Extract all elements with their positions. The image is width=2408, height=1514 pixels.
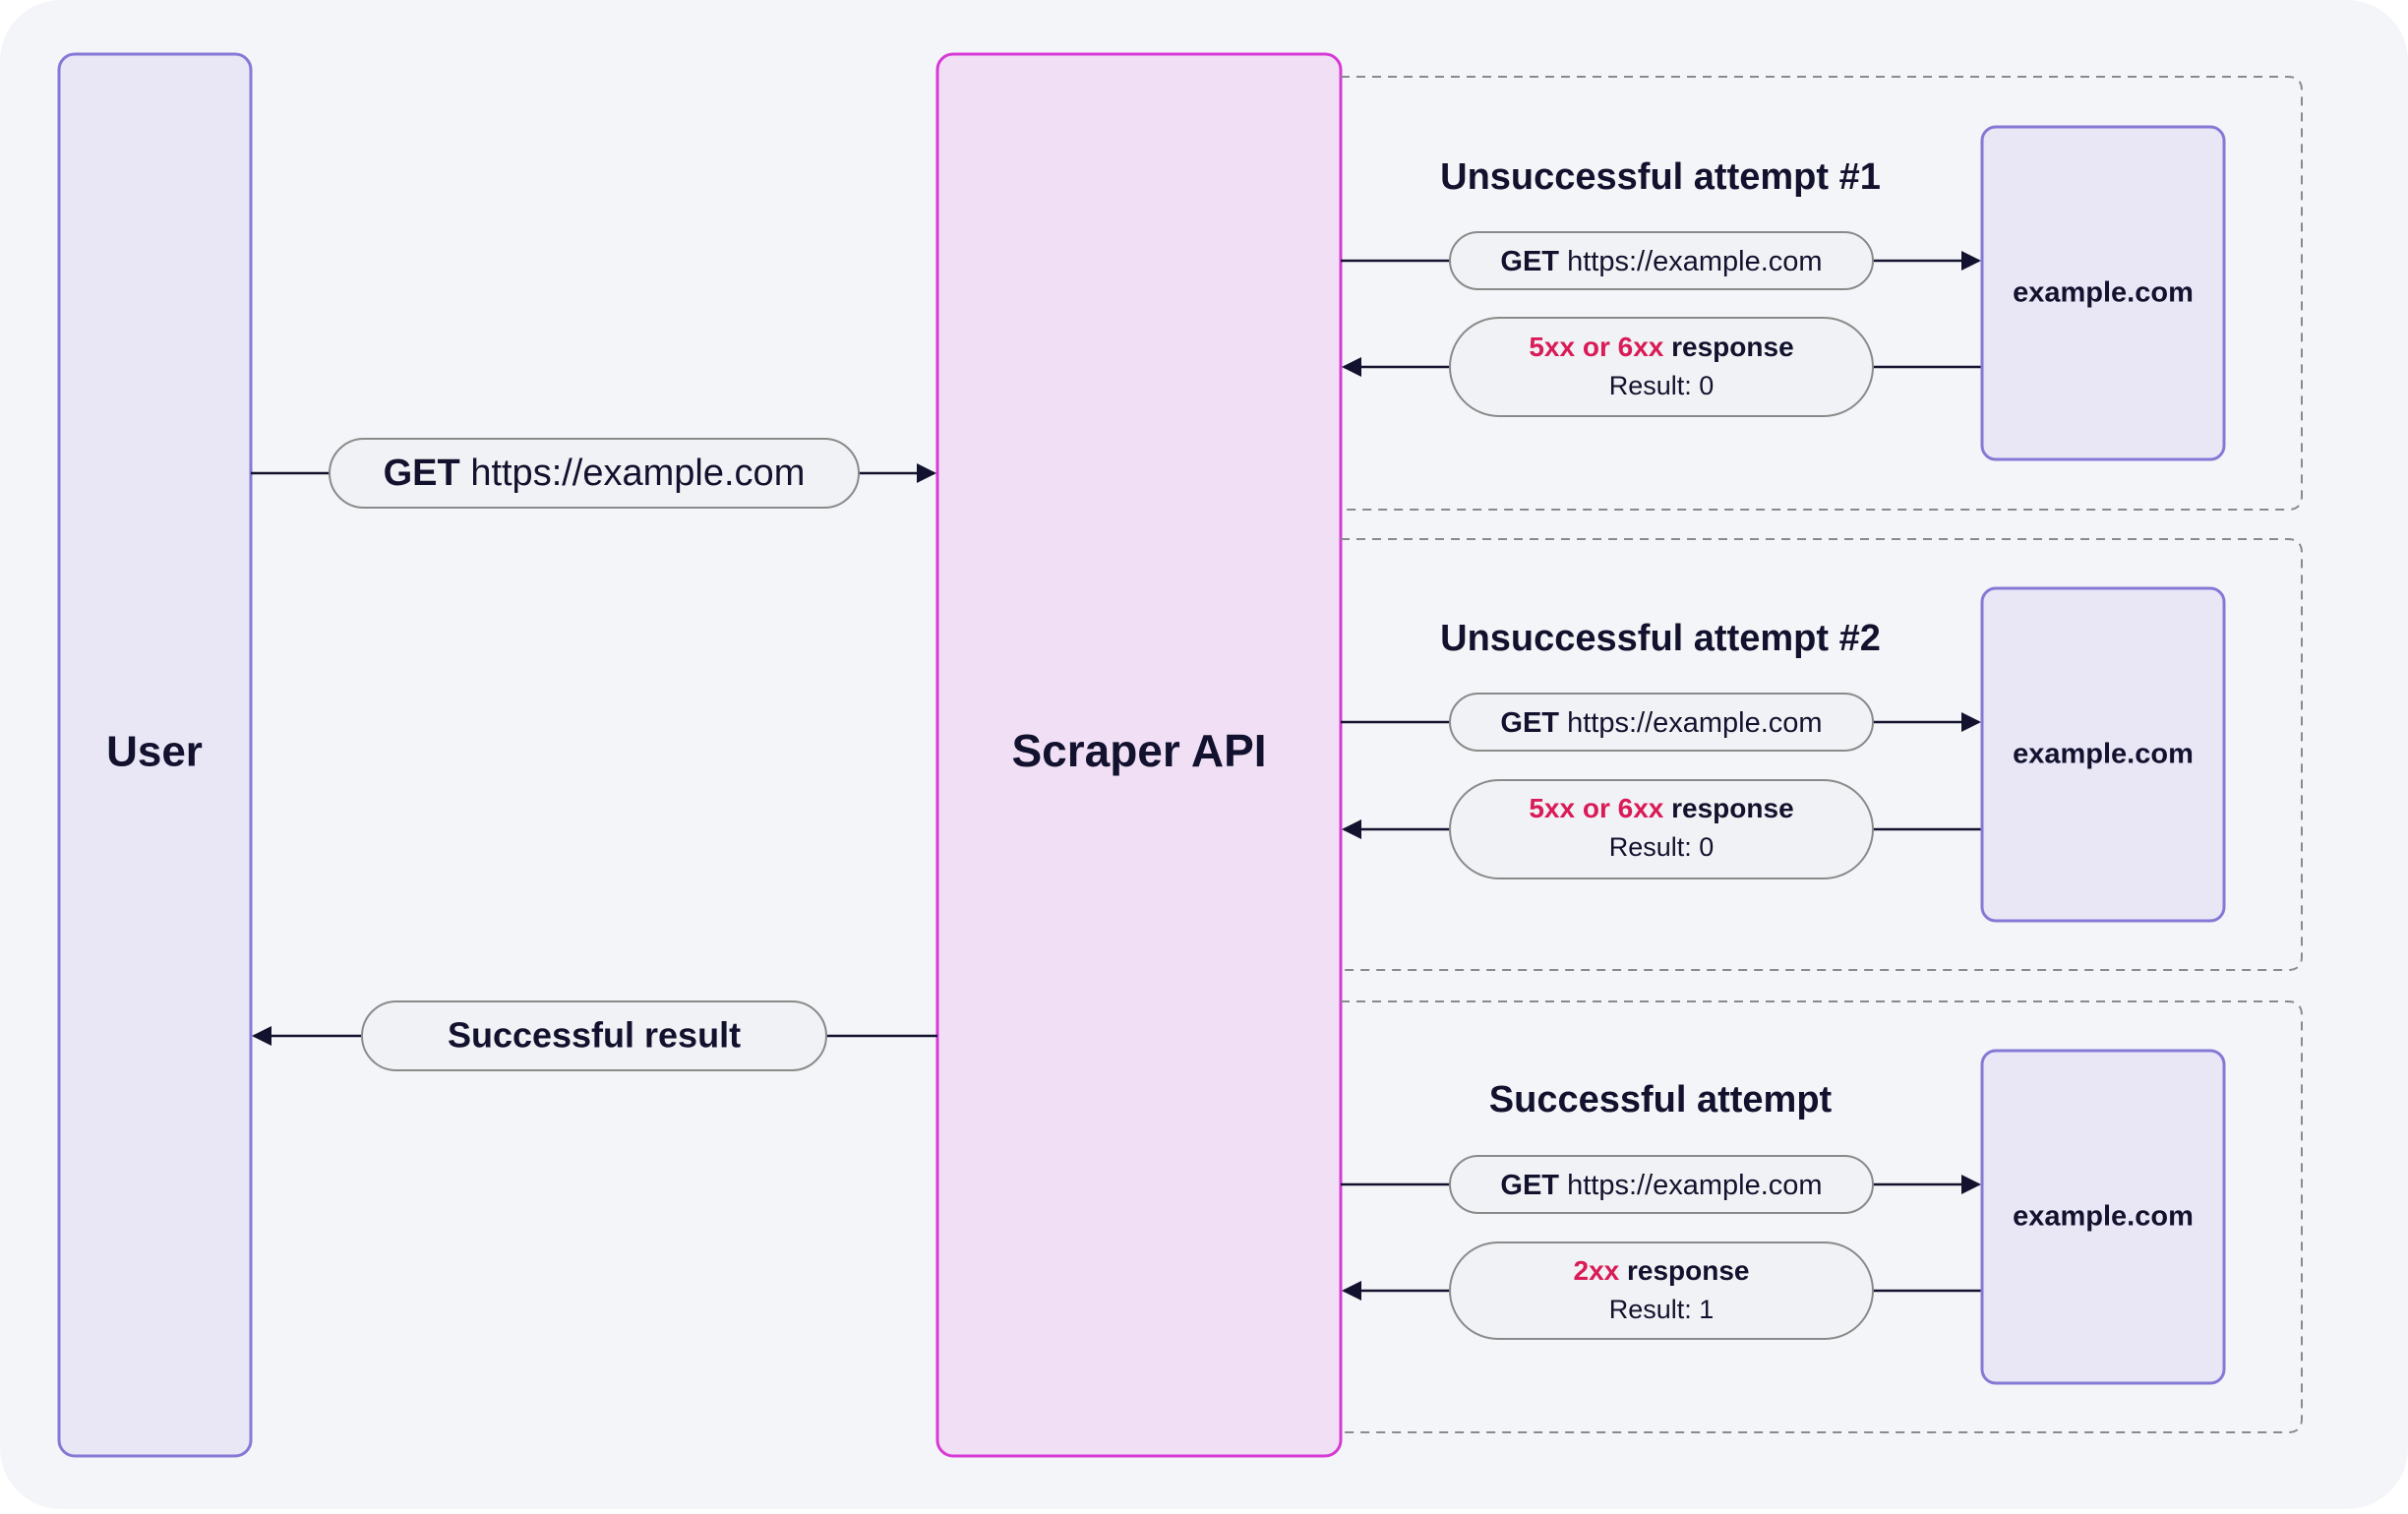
attempt-dashed-frame [1341, 76, 2303, 511]
user-label: User [106, 728, 203, 776]
target-box [1980, 1049, 2226, 1385]
response-label: 5xx or 6xx response [1529, 793, 1793, 823]
attempt-group: Successful attempt GET https://example.c… [1341, 1000, 2303, 1433]
successful-result-label: Successful result [448, 1015, 741, 1056]
user-result-edge: Successful result [252, 1000, 937, 1071]
user-request-label: GET https://example.com [384, 453, 806, 494]
result-label: Result: 0 [1609, 371, 1715, 400]
attempt-title: Successful attempt [1489, 1079, 1833, 1120]
target-label: example.com [2013, 739, 2194, 770]
target-box [1980, 125, 2226, 461]
response-label: 5xx or 6xx response [1529, 332, 1793, 362]
attempt-title: Unsuccessful attempt #1 [1440, 156, 1881, 198]
attempt-group: Unsuccessful attempt #2 GET https://exam… [1341, 538, 2303, 971]
result-label: Result: 1 [1609, 1295, 1715, 1324]
user-box: User [57, 52, 253, 1458]
request-pill [1449, 693, 1874, 752]
attempt-dashed-frame [1341, 538, 2303, 971]
attempt-dashed-frame [1341, 1000, 2303, 1433]
response-pill [1449, 317, 1874, 417]
attempt-title: Unsuccessful attempt #2 [1440, 618, 1881, 659]
attempt-group: Unsuccessful attempt #1 GET https://exam… [1341, 76, 2303, 511]
successful-result-pill [361, 1000, 827, 1071]
scraper-api-box: Scraper API [935, 52, 1343, 1458]
request-pill [1449, 231, 1874, 290]
request-label: GET https://example.com [1500, 1170, 1822, 1201]
response-pill [1449, 779, 1874, 879]
target-label: example.com [2013, 277, 2194, 309]
response-pill [1449, 1241, 1874, 1340]
request-pill [1449, 1155, 1874, 1214]
user-request-edge: GET https://example.com [251, 438, 936, 509]
scraper-api-label: Scraper API [1011, 725, 1266, 776]
target-label: example.com [2013, 1201, 2194, 1233]
response-label: 2xx response [1574, 1255, 1750, 1286]
user-request-pill [329, 438, 860, 509]
result-label: Result: 0 [1609, 832, 1715, 862]
target-box [1980, 586, 2226, 923]
request-label: GET https://example.com [1500, 707, 1822, 739]
request-label: GET https://example.com [1500, 246, 1822, 277]
